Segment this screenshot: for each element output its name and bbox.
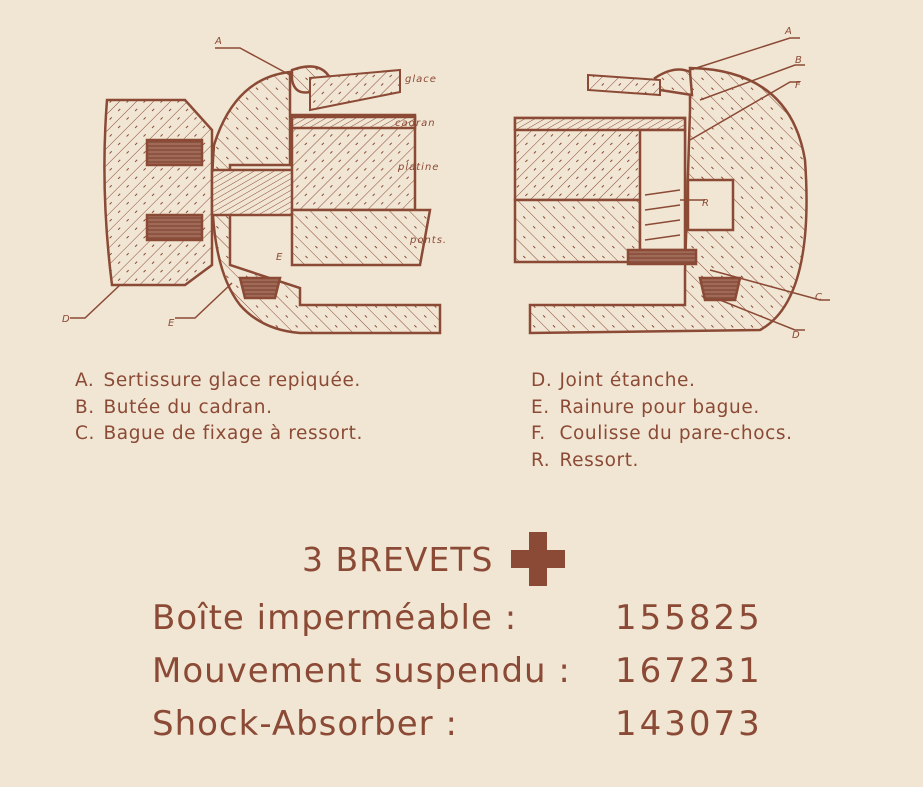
legend-item: F. Coulisse du pare-chocs. [531,423,793,444]
patent-list: Boîte imperméable :155825 Mouvement susp… [152,598,763,757]
label-platine: platine [397,162,439,173]
label-c: C [815,292,823,303]
patent-row: Shock-Absorber :143073 [152,704,763,744]
label-ponts: ponts. [409,235,447,246]
label-d-right: D [792,330,801,341]
label-b: B [795,55,803,66]
legend-item: A. Sertissure glace repiquée. [75,370,361,391]
swiss-cross-icon [511,532,566,586]
legend-item: D. Joint étanche. [531,370,696,391]
watch-case-cross-section-diagrams: A glace cadran platine ponts. D E E A B … [62,26,830,341]
left-leader-lines [70,47,291,319]
label-d-left: D [62,314,71,325]
legend-item: E. Rainure pour bague. [531,396,760,418]
legend-item: C. Bague de fixage à ressort. [75,423,363,444]
label-a-right: A [784,26,793,37]
brevets-title: 3 BREVETS [302,539,494,579]
legend-right: D. Joint étanche. E. Rainure pour bague.… [531,368,793,474]
legend-left: A. Sertissure glace repiquée. B. Butée d… [75,368,363,448]
legend-item: B. Butée du cadran. [75,396,273,418]
left-diagram-case [103,65,442,335]
brevets-heading: 3 BREVETS [302,532,566,586]
label-r: R [702,198,710,209]
label-e-outer: E [168,318,175,329]
right-diagram-case [513,66,808,335]
patent-row: Boîte imperméable :155825 [152,598,763,638]
legend-item: R. Ressort. [531,449,640,471]
right-leader-lines [680,37,830,331]
label-cadran: cadran [395,118,436,129]
label-a-left: A [214,36,223,47]
label-e-inner: E [276,252,283,263]
label-f: F [795,80,802,91]
label-glace: glace [405,74,437,85]
patent-row: Mouvement suspendu :167231 [152,651,763,691]
